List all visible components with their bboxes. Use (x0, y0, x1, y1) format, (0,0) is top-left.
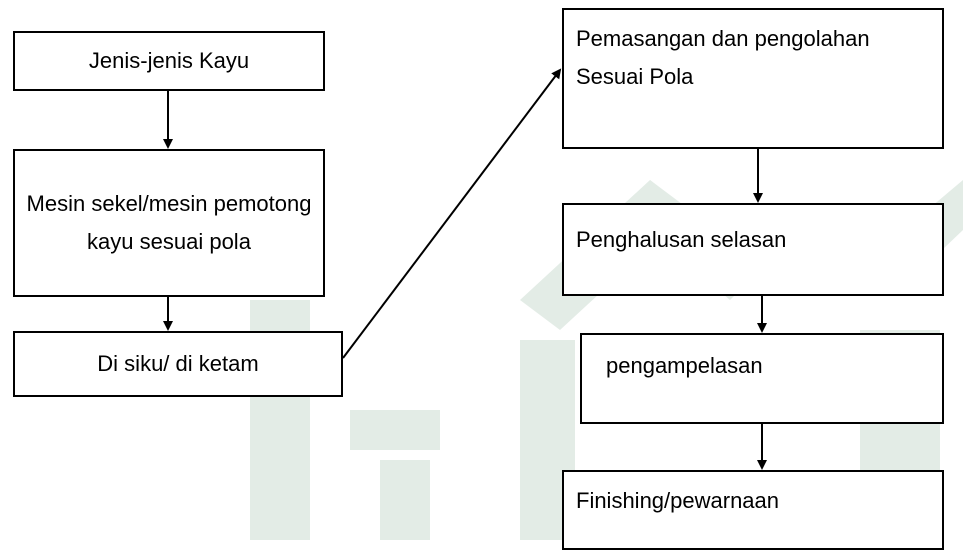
step-cutting-machine: Mesin sekel/mesin pemotong kayu sesuai p… (13, 149, 325, 297)
step-wood-types-label: Jenis-jenis Kayu (88, 48, 250, 73)
step-sanding: pengampelasan (580, 333, 944, 424)
step-finishing: Finishing/pewarnaan (562, 470, 944, 550)
step-planing: Di siku/ di ketam (13, 331, 343, 397)
arrow-planing-to-assembly (342, 68, 562, 359)
step-cutting-machine-label: Mesin sekel/mesin pemotong kayu sesuai p… (26, 191, 312, 254)
step-sanding-label: pengampelasan (606, 353, 763, 378)
step-planing-label: Di siku/ di ketam (97, 351, 259, 376)
step-smoothing-label: Penghalusan selasan (576, 227, 787, 252)
step-assembly-label-line2: Sesuai Pola (576, 64, 694, 89)
step-finishing-label: Finishing/pewarnaan (576, 488, 780, 513)
step-wood-types: Jenis-jenis Kayu (13, 31, 325, 91)
step-smoothing: Penghalusan selasan (562, 203, 944, 296)
step-assembly-label-line1: Pemasangan dan pengolahan (576, 26, 870, 51)
step-assembly: Pemasangan dan pengolahan Sesuai Pola (562, 8, 944, 149)
